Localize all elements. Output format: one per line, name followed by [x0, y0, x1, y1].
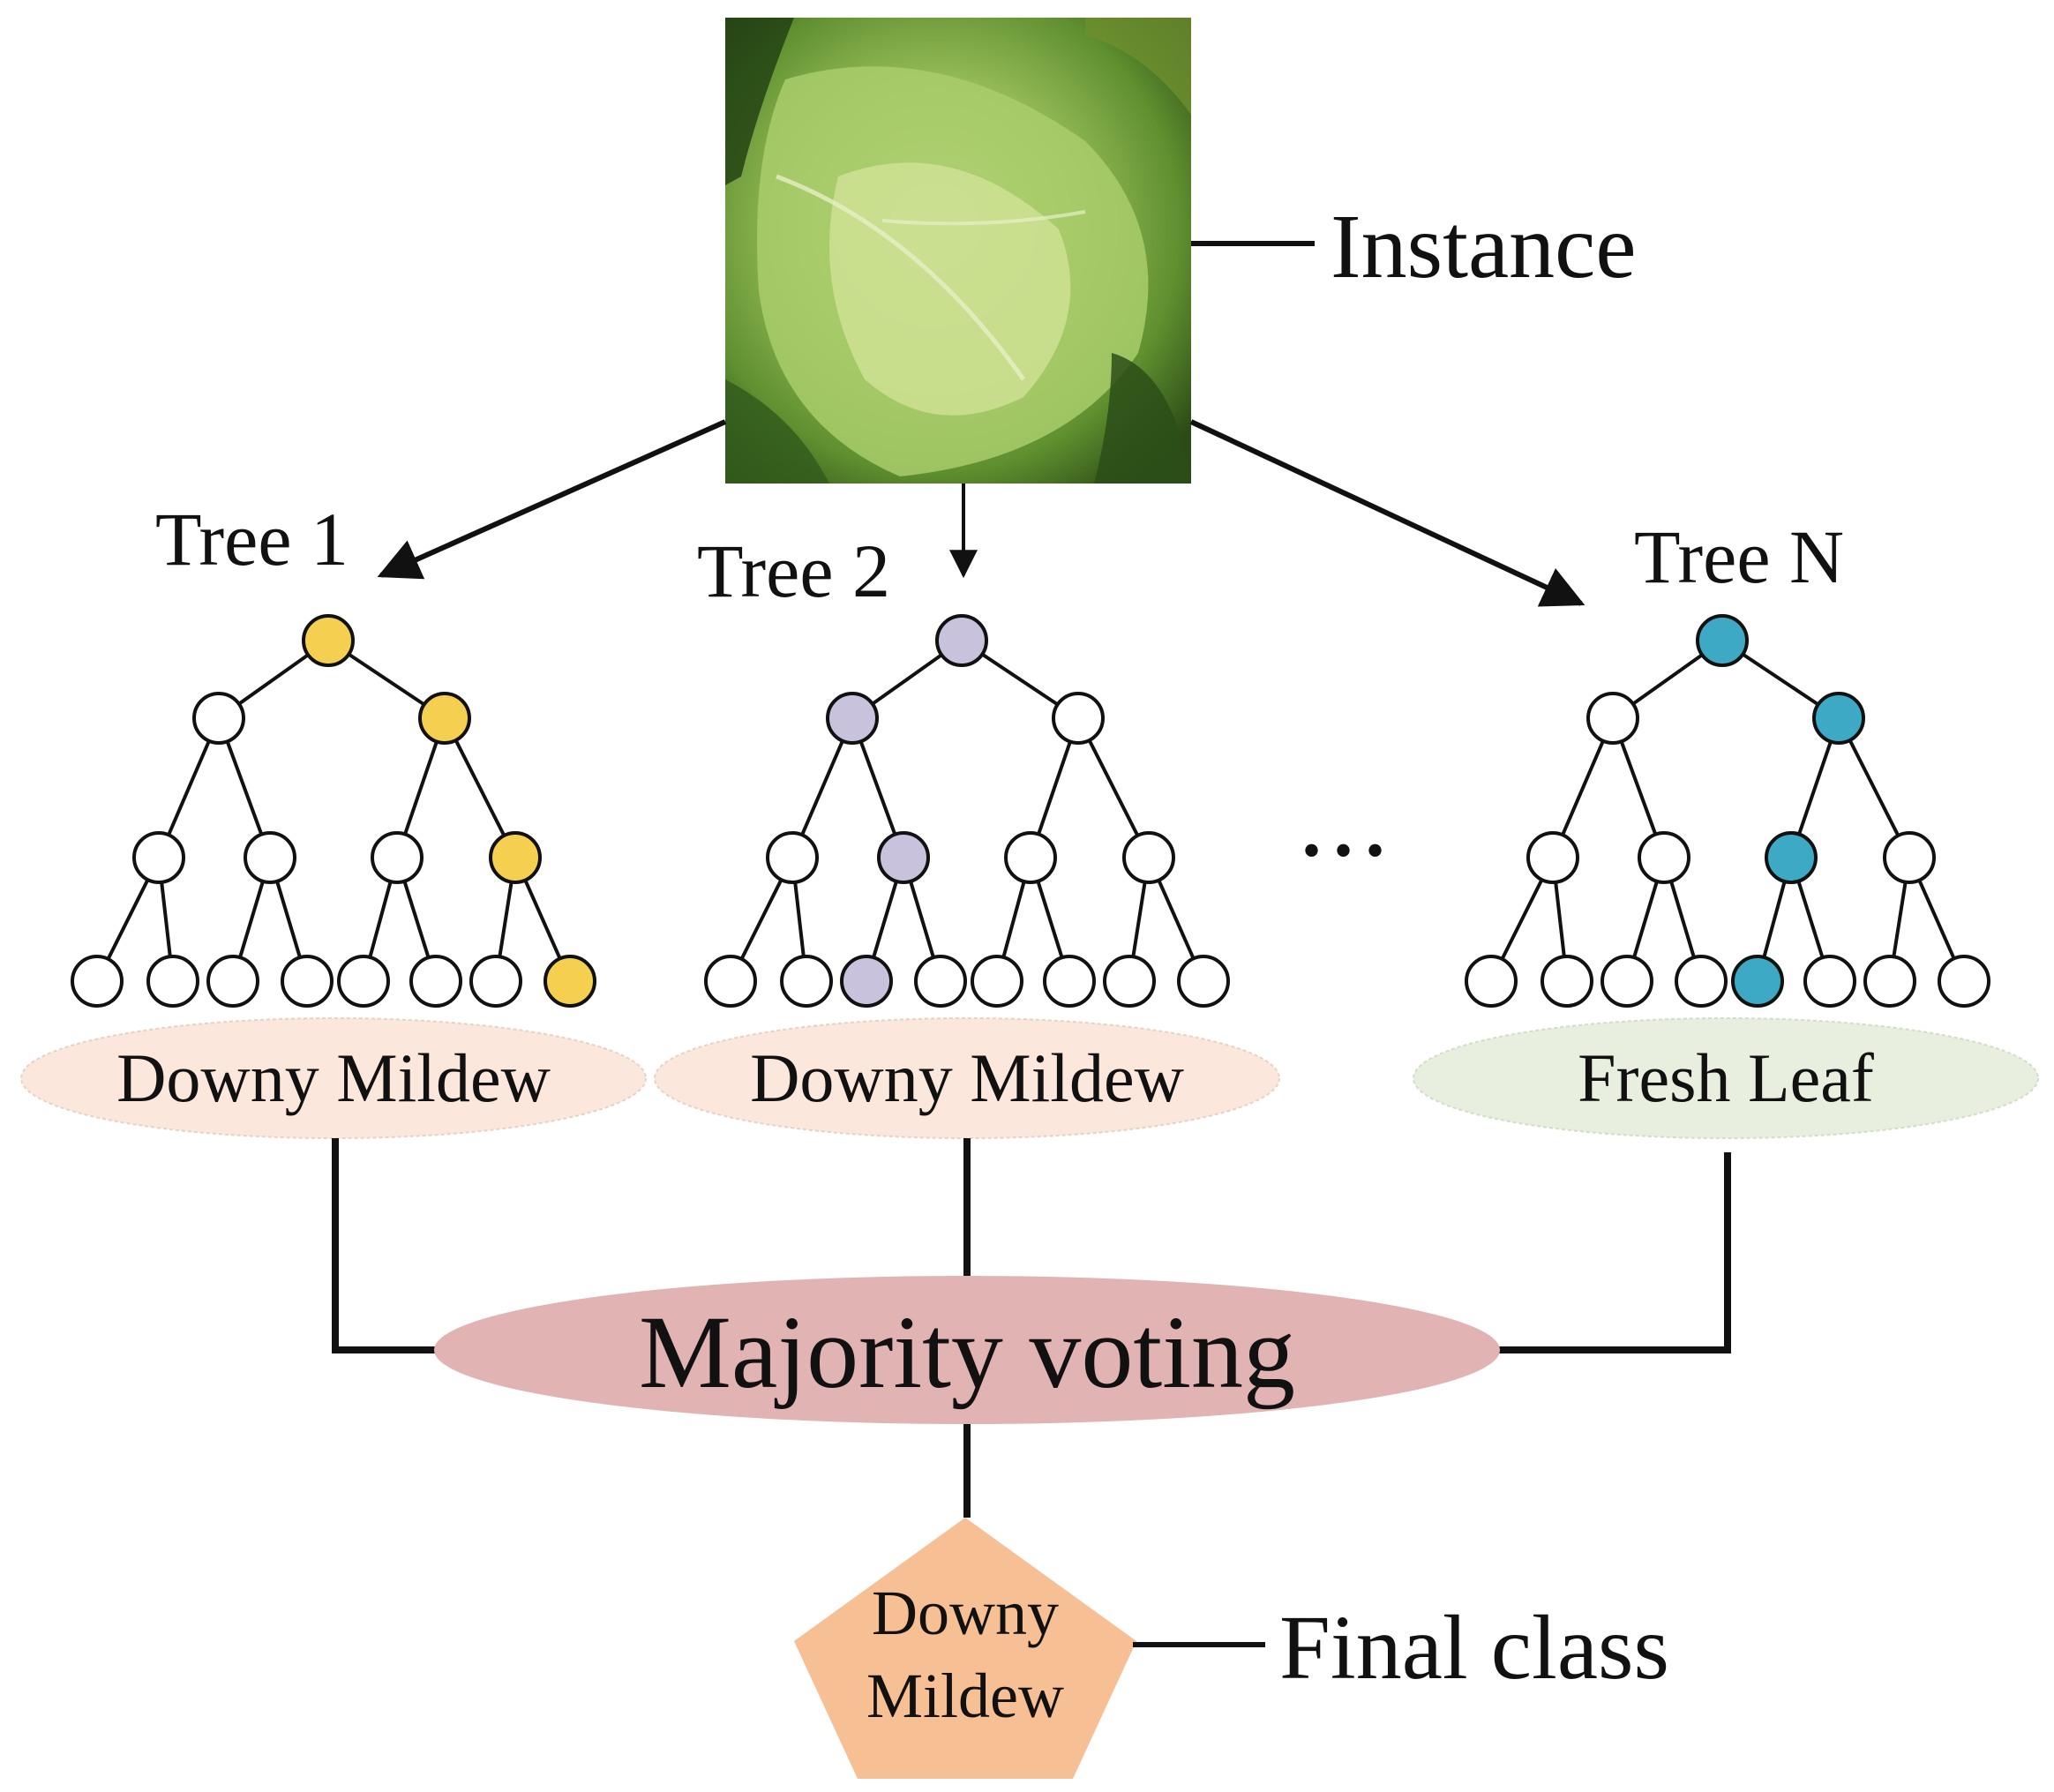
final-result-line-2: Mildew — [866, 1661, 1064, 1731]
tree-n-prediction: Fresh Leaf — [1413, 1017, 2039, 1139]
tree-node — [206, 955, 259, 1008]
tree-node-on-path — [418, 692, 471, 745]
tree-node-on-path — [1765, 831, 1818, 884]
instance-label: Instance — [1331, 196, 1636, 297]
decision-tree-1 — [71, 614, 596, 1008]
decision-tree-2 — [704, 614, 1230, 1008]
tree-node — [132, 831, 185, 884]
tree-node — [1540, 955, 1593, 1008]
tree-node — [1004, 831, 1057, 884]
tree-node — [1863, 955, 1916, 1008]
tree-node — [1803, 955, 1856, 1008]
tree-node-on-path — [1812, 692, 1865, 745]
tree-node — [1526, 831, 1579, 884]
tree-node-on-path — [302, 614, 355, 667]
tree-node — [192, 692, 245, 745]
tree-node — [704, 955, 757, 1008]
arrow-to-tree-n — [1189, 419, 1585, 607]
tree-node-on-path — [543, 955, 596, 1008]
tree-node — [1600, 955, 1653, 1008]
tree-node — [1122, 831, 1175, 884]
tree-1-prediction-label: Downy Mildew — [116, 1039, 551, 1116]
tree-node — [1586, 692, 1639, 745]
tree-1-title: Tree 1 — [155, 497, 349, 581]
tree-node — [71, 955, 124, 1008]
tree-node-on-path — [1731, 955, 1784, 1008]
tree-node — [1052, 692, 1105, 745]
tree-node — [766, 831, 819, 884]
tree-node — [1638, 831, 1690, 884]
arrow-to-tree-1 — [377, 419, 727, 580]
decision-tree-n — [1465, 614, 1990, 1008]
tree-2-title: Tree 2 — [697, 529, 890, 613]
tree-1-prediction: Downy Mildew — [20, 1017, 647, 1139]
tree-2-prediction-label: Downy Mildew — [750, 1039, 1184, 1116]
tree-node — [281, 955, 334, 1008]
tree-node — [146, 955, 199, 1008]
tree-n-title: Tree N — [1634, 514, 1844, 599]
final-class-label: Final class — [1279, 1597, 1669, 1698]
final-class-node: Downy Mildew — [794, 1518, 1136, 1779]
tree-node — [409, 955, 462, 1008]
tree-node — [1177, 955, 1230, 1008]
majority-voting-node: Majority voting — [434, 1276, 1500, 1424]
tree-node — [1465, 955, 1518, 1008]
ellipsis: • • • — [1302, 821, 1384, 880]
tree-n-prediction-label: Fresh Leaf — [1578, 1039, 1874, 1116]
tree-node-on-path — [877, 831, 930, 884]
connector-tree-1-vote — [332, 1138, 438, 1353]
tree-node — [971, 955, 1023, 1008]
tree-node-on-path — [489, 831, 542, 884]
tree-node — [780, 955, 833, 1008]
tree-node-on-path — [935, 614, 988, 667]
instance-leaf-image — [725, 18, 1191, 484]
final-result-line-1: Downy — [872, 1578, 1059, 1648]
tree-node — [371, 831, 424, 884]
tree-node — [469, 955, 522, 1008]
tree-node-on-path — [840, 955, 893, 1008]
tree-node — [337, 955, 390, 1008]
tree-node — [1043, 955, 1096, 1008]
tree-node-on-path — [826, 692, 879, 745]
tree-node — [1675, 955, 1728, 1008]
tree-node — [244, 831, 296, 884]
tree-node — [1883, 831, 1936, 884]
tree-node-on-path — [1696, 614, 1749, 667]
tree-node — [1938, 955, 1990, 1008]
connector-tree-n-vote — [1496, 1152, 1731, 1353]
tree-2-prediction: Downy Mildew — [654, 1017, 1280, 1139]
tree-node — [914, 955, 967, 1008]
majority-voting-label: Majority voting — [639, 1294, 1295, 1410]
tree-node — [1103, 955, 1156, 1008]
